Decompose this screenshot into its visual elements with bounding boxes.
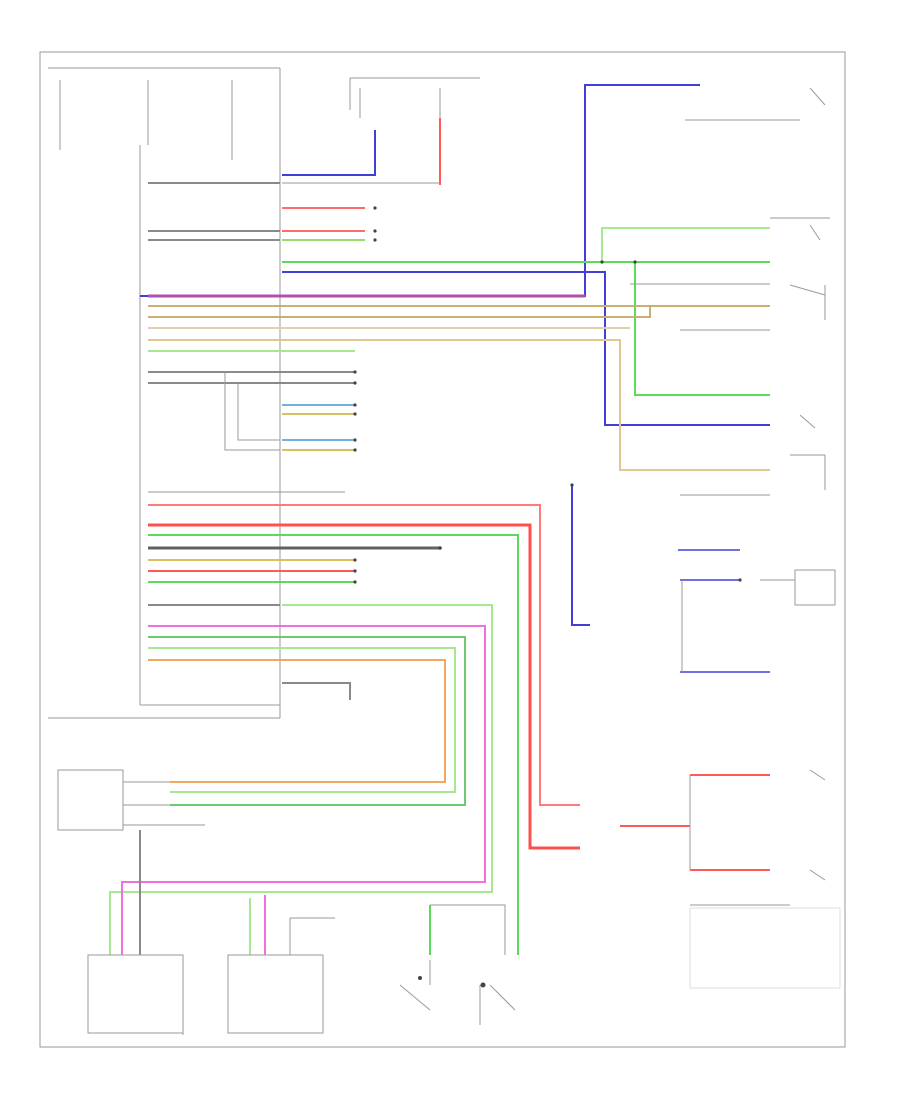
relay-right bbox=[678, 549, 836, 673]
door-switch-right-1 bbox=[399, 960, 431, 1011]
door-switch-left bbox=[87, 954, 184, 1035]
right-switches bbox=[680, 87, 830, 496]
lower-right-door-switches bbox=[620, 769, 841, 989]
fuse-block-top-middle bbox=[349, 77, 480, 118]
diagram-frame bbox=[39, 51, 846, 1048]
left-door-lock-switch bbox=[57, 769, 205, 955]
door-switch-right-2 bbox=[479, 982, 516, 1025]
connector-dots bbox=[353, 206, 742, 584]
door-switch-middle bbox=[227, 917, 335, 1034]
fuse-block-top-left bbox=[48, 67, 281, 718]
wire-blue-right bbox=[140, 84, 700, 297]
wire-blue-top bbox=[282, 130, 376, 176]
